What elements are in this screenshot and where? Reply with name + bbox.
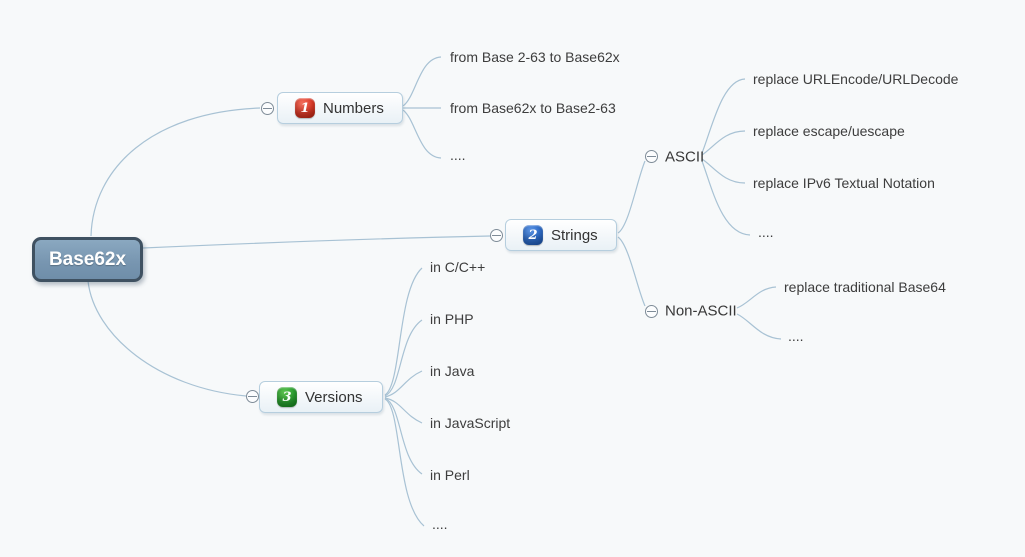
connector-line bbox=[701, 130, 746, 156]
subtopic-non-ascii[interactable]: Non-ASCII bbox=[665, 302, 737, 320]
leaf-topic[interactable]: from Base 2-63 to Base62x bbox=[450, 49, 620, 65]
priority-2-icon: 2 bbox=[523, 225, 543, 245]
connector-line bbox=[402, 56, 442, 107]
leaf-topic[interactable]: .... bbox=[758, 224, 774, 240]
connector-line bbox=[736, 286, 777, 309]
connector-line bbox=[384, 267, 423, 396]
connector-line bbox=[384, 397, 423, 424]
root-topic-label: Base62x bbox=[48, 248, 127, 270]
collapse-icon[interactable] bbox=[645, 305, 658, 318]
leaf-topic[interactable]: in Perl bbox=[430, 467, 470, 483]
connector-line bbox=[90, 107, 261, 237]
leaf-topic[interactable]: .... bbox=[432, 516, 448, 532]
leaf-topic[interactable]: replace IPv6 Textual Notation bbox=[753, 175, 935, 191]
leaf-topic[interactable]: replace traditional Base64 bbox=[784, 279, 946, 295]
topic-strings[interactable]: 2 Strings bbox=[505, 219, 617, 251]
leaf-topic[interactable]: replace URLEncode/URLDecode bbox=[753, 71, 959, 87]
leaf-topic[interactable]: replace escape/uescape bbox=[753, 123, 905, 139]
root-topic-base62x[interactable]: Base62x bbox=[32, 237, 143, 282]
topic-versions[interactable]: 3 Versions bbox=[259, 381, 383, 413]
collapse-icon[interactable] bbox=[490, 229, 503, 242]
connector-line bbox=[701, 158, 746, 184]
topic-numbers[interactable]: 1 Numbers bbox=[277, 92, 403, 124]
leaf-topic[interactable]: in C/C++ bbox=[430, 259, 486, 275]
leaf-topic[interactable]: in Java bbox=[430, 363, 475, 379]
connector-line bbox=[701, 160, 751, 236]
leaf-topic[interactable]: in PHP bbox=[430, 311, 474, 327]
connector-line bbox=[384, 319, 423, 397]
connector-line bbox=[701, 78, 746, 154]
topic-strings-label: Strings bbox=[551, 226, 598, 244]
subtopic-ascii[interactable]: ASCII bbox=[665, 148, 705, 166]
connector-line bbox=[384, 398, 425, 527]
connector-line bbox=[384, 370, 423, 398]
priority-3-icon: 3 bbox=[277, 387, 297, 407]
collapse-icon[interactable] bbox=[246, 390, 259, 403]
connector-line bbox=[736, 313, 782, 340]
leaf-topic[interactable]: .... bbox=[788, 328, 804, 344]
leaf-topic[interactable]: in JavaScript bbox=[430, 415, 511, 431]
connector-line bbox=[402, 109, 442, 159]
collapse-icon[interactable] bbox=[261, 102, 274, 115]
topic-versions-label: Versions bbox=[305, 388, 363, 406]
connector-line bbox=[384, 397, 423, 475]
connector-line bbox=[617, 160, 646, 234]
priority-1-icon: 1 bbox=[295, 98, 315, 118]
leaf-topic[interactable]: from Base62x to Base2-63 bbox=[450, 100, 616, 116]
topic-numbers-label: Numbers bbox=[323, 99, 384, 117]
connector-line bbox=[617, 236, 646, 307]
leaf-topic[interactable]: .... bbox=[450, 147, 466, 163]
collapse-icon[interactable] bbox=[645, 150, 658, 163]
connector-line bbox=[87, 280, 247, 397]
connector-line bbox=[142, 235, 491, 249]
